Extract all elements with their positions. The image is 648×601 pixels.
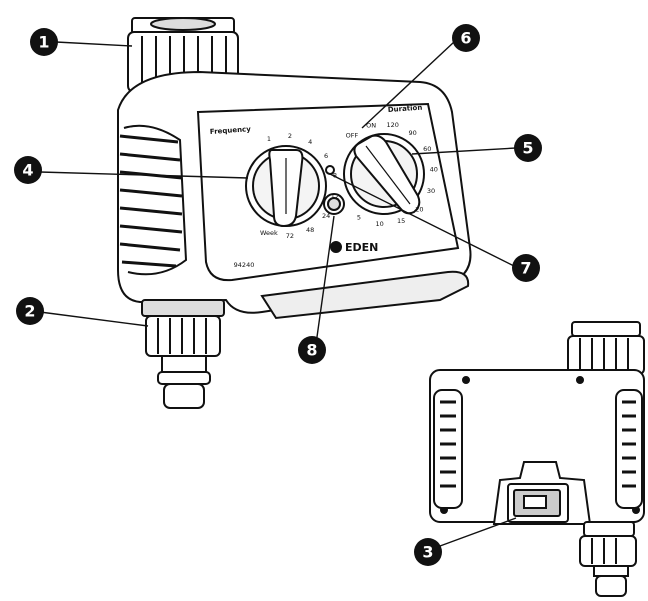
frequency-mark: 48 — [306, 226, 314, 234]
callout-3-label: 3 — [422, 543, 433, 562]
brand-name: EDEN — [345, 241, 378, 254]
callout-1-label: 1 — [38, 33, 49, 52]
battery-compartment[interactable] — [492, 461, 592, 525]
base-skirt — [260, 270, 470, 320]
frequency-mark: 24 — [322, 212, 330, 220]
callout-7-label: 7 — [520, 259, 531, 278]
frequency-mark: 6 — [324, 152, 328, 160]
callout-6: 6 — [452, 24, 480, 52]
duration-label: Duration — [388, 104, 423, 114]
frequency-dial[interactable] — [245, 145, 327, 228]
callout-8-label: 8 — [306, 341, 317, 360]
frequency-mark: 12 — [331, 193, 339, 201]
callout-8: 8 — [298, 336, 326, 364]
duration-mark: 15 — [397, 217, 405, 225]
frequency-mark: 1 — [267, 135, 271, 143]
duration-mark: 20 — [415, 205, 423, 213]
frequency-mark: Week — [260, 229, 278, 237]
frequency-mark: 4 — [308, 138, 312, 146]
duration-mark: 90 — [409, 129, 417, 137]
duration-mark: ON — [366, 122, 376, 130]
callout-2: 2 — [16, 297, 44, 325]
callout-5-label: 5 — [522, 139, 533, 158]
duration-scale: OFF ON 120 90 60 40 30 20 15 10 5 — [346, 121, 438, 228]
side-grip — [119, 124, 188, 276]
duration-mark: OFF — [346, 132, 359, 140]
callout-7: 7 — [512, 254, 540, 282]
frequency-label: Frequency — [210, 125, 252, 136]
frequency-mark: 2 — [288, 132, 292, 140]
brand-logo — [330, 241, 342, 253]
duration-mark: 120 — [386, 121, 398, 129]
duration-mark: 40 — [430, 166, 438, 174]
callout-1: 1 — [30, 28, 58, 56]
duration-mark: 5 — [357, 213, 361, 221]
leader-lines — [39, 41, 517, 547]
duration-mark: 30 — [427, 187, 435, 195]
duration-mark: 60 — [423, 145, 431, 153]
callout-6-label: 6 — [460, 29, 471, 48]
callout-2-label: 2 — [24, 302, 35, 321]
callout-4: 4 — [14, 156, 42, 184]
main-timer-device — [117, 17, 472, 409]
manual-button[interactable] — [323, 193, 345, 215]
duration-mark: 10 — [375, 220, 383, 228]
outlet-coupling — [141, 299, 225, 409]
callout-5: 5 — [514, 134, 542, 162]
duration-dial[interactable] — [343, 133, 425, 215]
frequency-mark: 8 — [333, 171, 337, 179]
callout-4-label: 4 — [22, 161, 33, 180]
rear-view-device — [429, 321, 645, 597]
callout-3: 3 — [414, 538, 442, 566]
model-number: 94240 — [234, 261, 255, 269]
frequency-mark: 72 — [286, 232, 294, 240]
